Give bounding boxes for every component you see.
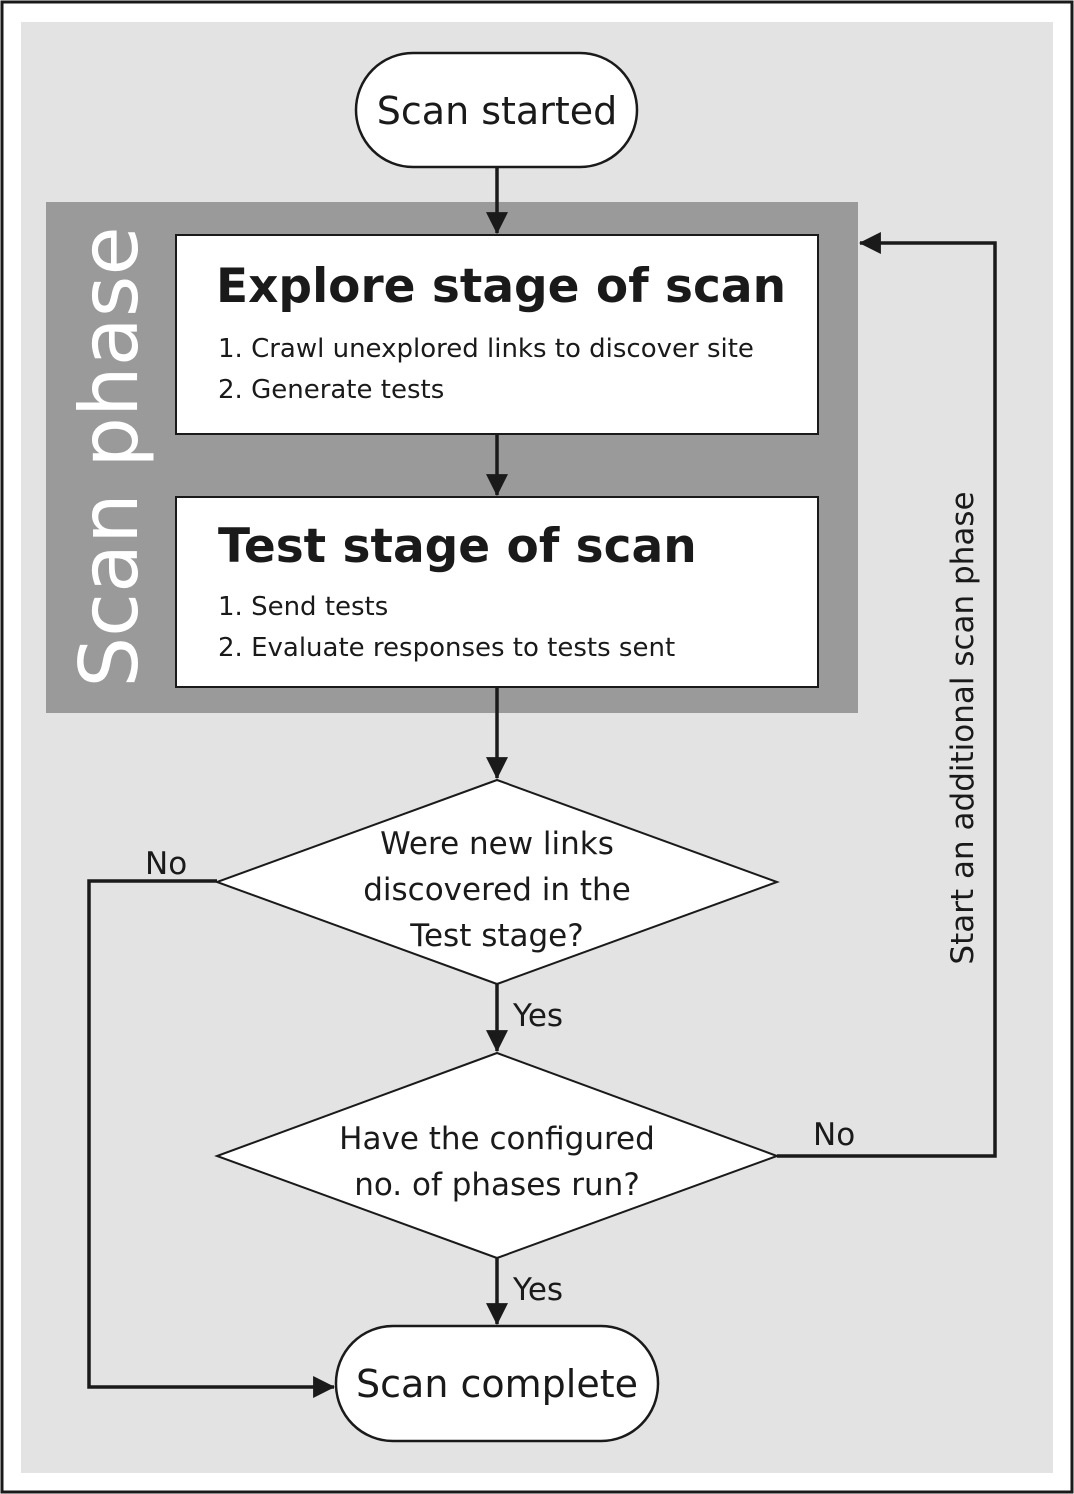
decision-new-links-line-1: Were new links <box>380 826 614 862</box>
decision2-no-label: No <box>813 1117 855 1153</box>
test-item-1: 1. Send tests <box>218 592 388 622</box>
loop-label: Start an additional scan phase <box>945 491 981 964</box>
explore-item-1: 1. Crawl unexplored links to discover si… <box>218 334 754 364</box>
test-item-2: 2. Evaluate responses to tests sent <box>218 633 675 663</box>
decision-new-links-line-2: discovered in the <box>363 872 631 908</box>
arrow-decision1-no <box>87 879 336 1398</box>
scan-phase-label: Scan phase <box>63 226 156 687</box>
decision1-no-label: No <box>145 846 187 882</box>
explore-item-2: 2. Generate tests <box>218 375 444 405</box>
decision1-yes-label: Yes <box>512 998 563 1034</box>
decision-phases-run-line-2: no. of phases run? <box>354 1167 640 1203</box>
test-stage-title: Test stage of scan <box>218 519 697 574</box>
arrow-decision2-no-loop <box>777 232 997 1158</box>
start-label: Scan started <box>377 89 617 133</box>
decision2-yes-label: Yes <box>512 1272 563 1308</box>
decision-phases-run-line-1: Have the configured <box>339 1121 655 1157</box>
end-label: Scan complete <box>356 1362 638 1406</box>
decision-new-links-line-3: Test stage? <box>409 918 583 954</box>
end-terminal <box>334 1324 660 1443</box>
explore-stage-title: Explore stage of scan <box>216 259 786 314</box>
